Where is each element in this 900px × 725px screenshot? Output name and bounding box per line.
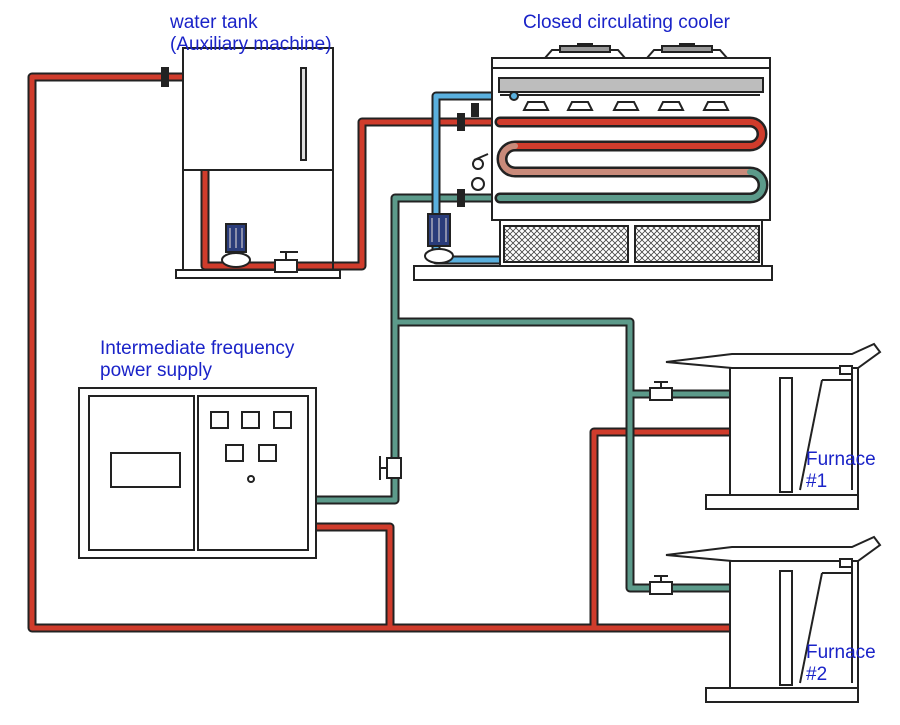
furnace-2 [665, 535, 882, 703]
cooler-pump-icon [424, 213, 454, 264]
cabinet-meter-2 [241, 411, 260, 429]
cabinet-meter-1 [210, 411, 229, 429]
furnace-2-valve-icon [649, 575, 673, 595]
furnace-1-top-lid [665, 342, 882, 369]
cooler-top-cap [491, 57, 771, 69]
fan-icon-left [542, 43, 628, 59]
water-tank-label: water tank (Auxiliary machine) [170, 12, 332, 56]
furnace-1-label-line1: Furnace [806, 449, 876, 470]
cabinet-meter-4 [225, 444, 244, 462]
furnace-1-label-line2: #1 [806, 471, 828, 492]
tank-base [175, 269, 341, 279]
spray-header [500, 91, 760, 101]
furnace-1-body [729, 359, 859, 496]
furnace-2-label-line2: #2 [806, 664, 828, 685]
furnace-1-label: Furnace #1 [806, 449, 876, 493]
water-tank-label-line2: (Auxiliary machine) [170, 34, 332, 55]
furnace-2-label: Furnace #2 [806, 642, 876, 686]
water-tank [175, 47, 341, 279]
furnace-2-top-lid [665, 535, 882, 562]
water-tank-label-line1: water tank [170, 12, 258, 33]
return-water-pipes-fill [316, 195, 735, 591]
cooler-fill-media [498, 77, 764, 93]
tank-valve-icon [274, 251, 298, 273]
furnace-2-label-line1: Furnace [806, 642, 876, 663]
cooler-louver-left [503, 225, 629, 263]
cabinet-meter-3 [273, 411, 292, 429]
tank-level-gauge [300, 67, 307, 161]
tank-body [182, 47, 334, 171]
furnace-1-base [705, 494, 859, 510]
fan-icon-right [644, 43, 730, 59]
power-supply-label-line1: Intermediate frequency [100, 338, 295, 359]
cooler-base [413, 265, 773, 281]
furnace-1-coil [779, 377, 793, 493]
riser-valve-icon [379, 456, 402, 480]
power-supply-label-line2: power supply [100, 360, 212, 381]
furnace-2-coil [779, 570, 793, 686]
tank-pump-icon [221, 223, 251, 268]
furnace-1-valve-icon [649, 381, 673, 401]
cabinet-knob-icon [247, 475, 255, 483]
power-supply-label: Intermediate frequency power supply [100, 338, 294, 382]
furnace-1 [665, 342, 882, 510]
cooler-louver-right [634, 225, 760, 263]
hot-water-pipes-fill [29, 74, 735, 631]
cooler-label: Closed circulating cooler [523, 12, 730, 33]
tank-inlet-fitting-icon [161, 67, 169, 87]
cabinet-meter-5 [258, 444, 277, 462]
spray-nozzle-icon-row [522, 101, 730, 111]
furnace-2-base [705, 687, 859, 703]
cooler-coil [497, 119, 766, 201]
cold-water-pipe-fill [433, 93, 500, 263]
cabinet-display [110, 452, 181, 488]
power-supply-cabinet [78, 387, 317, 559]
cooler-valve-icons [457, 103, 489, 207]
